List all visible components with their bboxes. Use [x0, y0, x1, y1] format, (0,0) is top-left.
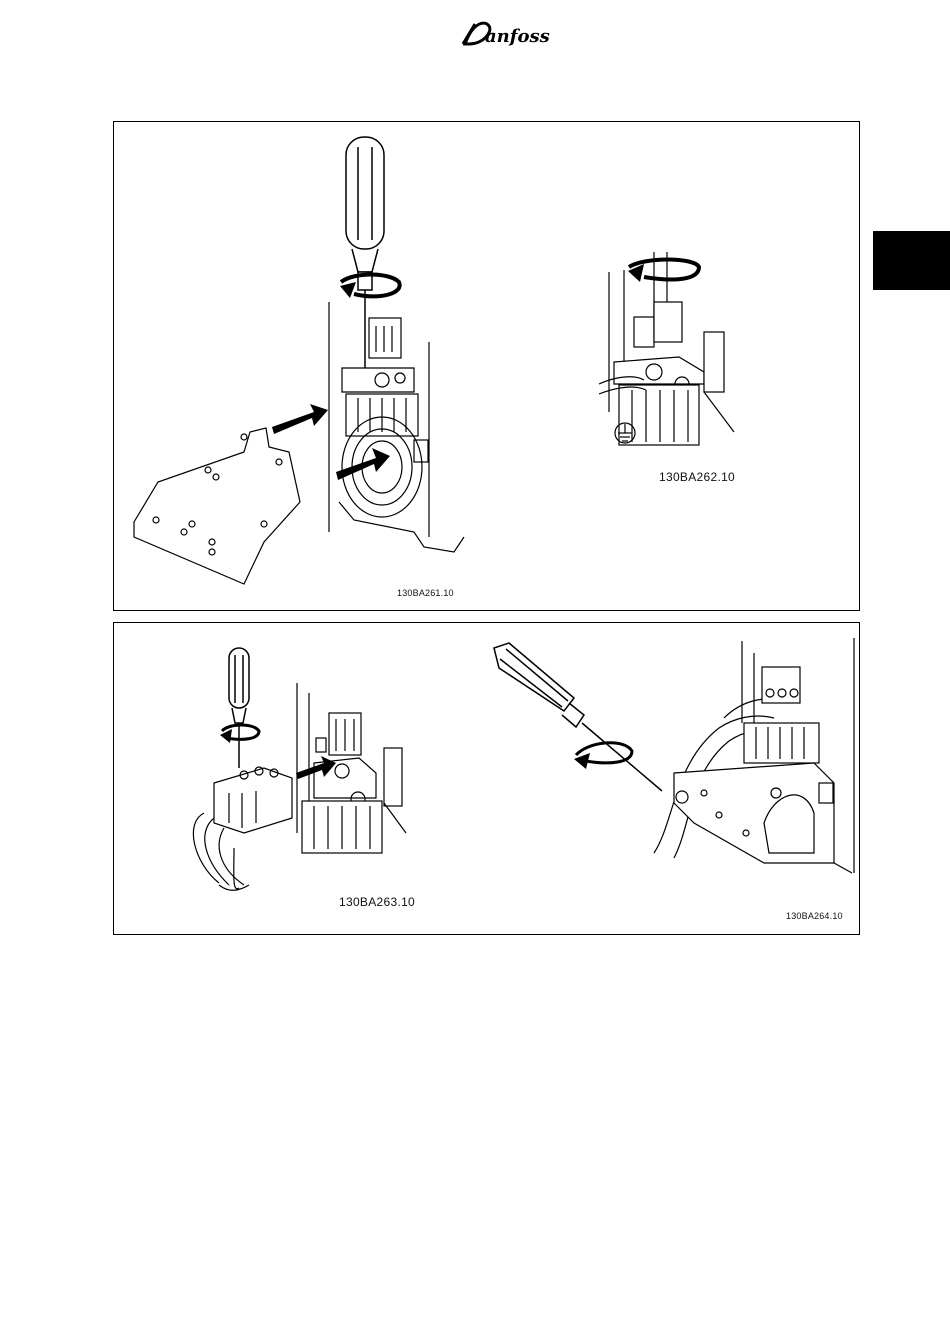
screwdriver-icon — [229, 648, 249, 768]
chapter-tab — [873, 231, 950, 290]
drive-housing — [329, 302, 464, 552]
installation-illustration-bottom — [114, 623, 861, 936]
plug-connector — [214, 767, 292, 833]
figure-code-top-right: 130BA262.10 — [659, 470, 735, 484]
figure-frame-top: 130BA261.10 130BA262.10 — [113, 121, 860, 611]
figure-code-top-left: 130BA261.10 — [397, 588, 454, 598]
drive-housing-detail — [674, 638, 854, 873]
rotation-arrow-icon — [574, 743, 632, 769]
svg-text:anfoss: anfoss — [485, 26, 550, 47]
installation-illustration-top — [114, 122, 861, 612]
figure-code-bottom-left: 130BA263.10 — [339, 895, 415, 909]
cover-plate — [134, 428, 300, 584]
screwdriver-icon — [494, 643, 662, 791]
figure-code-bottom-right: 130BA264.10 — [786, 911, 843, 921]
rotation-arrow-icon — [628, 260, 699, 283]
figure-frame-bottom: 130BA263.10 130BA264.10 — [113, 622, 860, 935]
danfoss-logo-icon: anfoss — [455, 14, 555, 54]
